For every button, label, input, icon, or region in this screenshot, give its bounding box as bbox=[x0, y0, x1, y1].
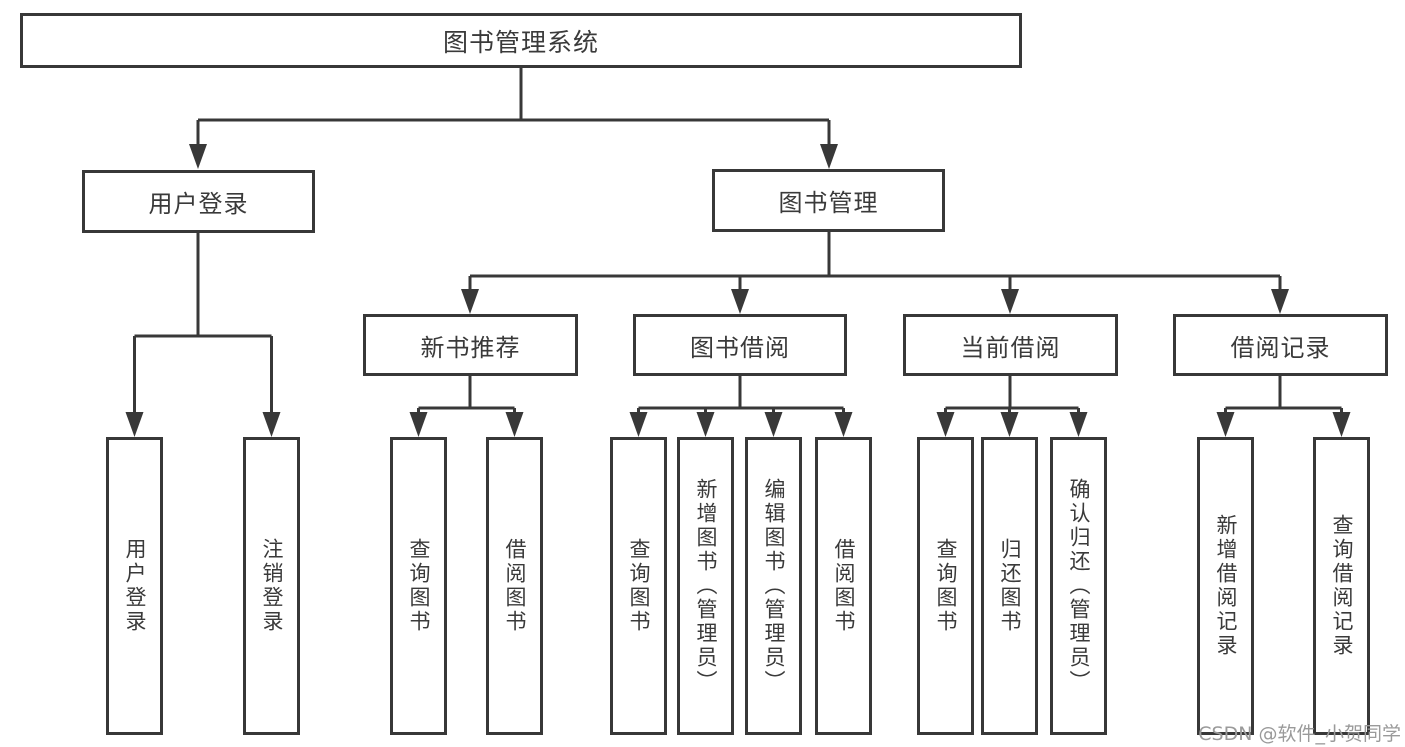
arrow-down-icon bbox=[1271, 289, 1289, 314]
arrow-down-icon bbox=[1332, 412, 1351, 437]
arrow-down-icon bbox=[505, 412, 524, 437]
leaf-query-books-borrowing: 查询图书 bbox=[610, 437, 667, 735]
node-book-borrowing: 图书借阅 bbox=[633, 314, 847, 376]
arrow-down-icon bbox=[834, 412, 853, 437]
arrowheads bbox=[125, 144, 1351, 437]
node-library-management-system: 图书管理系统 bbox=[20, 13, 1022, 68]
arrow-down-icon bbox=[461, 289, 479, 314]
node-book-management: 图书管理 bbox=[712, 169, 945, 232]
arrow-down-icon bbox=[936, 412, 955, 437]
arrow-down-icon bbox=[1216, 412, 1235, 437]
leaf-borrow-books-recommend: 借阅图书 bbox=[486, 437, 543, 735]
leaf-edit-book-admin: 编辑图书（管理员） bbox=[745, 437, 802, 735]
leaf-return-book: 归还图书 bbox=[981, 437, 1038, 735]
leaf-add-borrow-record: 新增借阅记录 bbox=[1197, 437, 1254, 735]
arrow-down-icon bbox=[409, 412, 428, 437]
leaf-confirm-return-admin: 确认归还（管理员） bbox=[1050, 437, 1107, 735]
node-borrowing-records: 借阅记录 bbox=[1173, 314, 1388, 376]
leaf-user-login: 用户登录 bbox=[106, 437, 163, 735]
node-user-login: 用户登录 bbox=[82, 170, 315, 233]
csdn-watermark: CSDN @软件_小贺同学 bbox=[1198, 723, 1401, 745]
arrow-down-icon bbox=[629, 412, 648, 437]
leaf-query-borrow-record: 查询借阅记录 bbox=[1313, 437, 1370, 735]
leaf-add-book-admin: 新增图书（管理员） bbox=[677, 437, 734, 735]
node-current-borrowing: 当前借阅 bbox=[903, 314, 1118, 376]
leaf-logout: 注销登录 bbox=[243, 437, 300, 735]
leaf-query-books-current: 查询图书 bbox=[917, 437, 974, 735]
arrow-down-icon bbox=[125, 412, 144, 437]
arrow-down-icon bbox=[189, 144, 207, 169]
arrow-down-icon bbox=[820, 144, 838, 169]
node-new-book-recommendation: 新书推荐 bbox=[363, 314, 578, 376]
arrow-down-icon bbox=[262, 412, 281, 437]
tree-edges bbox=[133, 68, 1343, 414]
leaf-query-books-recommend: 查询图书 bbox=[390, 437, 447, 735]
arrow-down-icon bbox=[1000, 412, 1019, 437]
arrow-down-icon bbox=[731, 289, 749, 314]
arrow-down-icon bbox=[696, 412, 715, 437]
arrow-down-icon bbox=[764, 412, 783, 437]
arrow-down-icon bbox=[1001, 289, 1019, 314]
leaf-borrow-books-borrowing: 借阅图书 bbox=[815, 437, 872, 735]
arrow-down-icon bbox=[1069, 412, 1088, 437]
